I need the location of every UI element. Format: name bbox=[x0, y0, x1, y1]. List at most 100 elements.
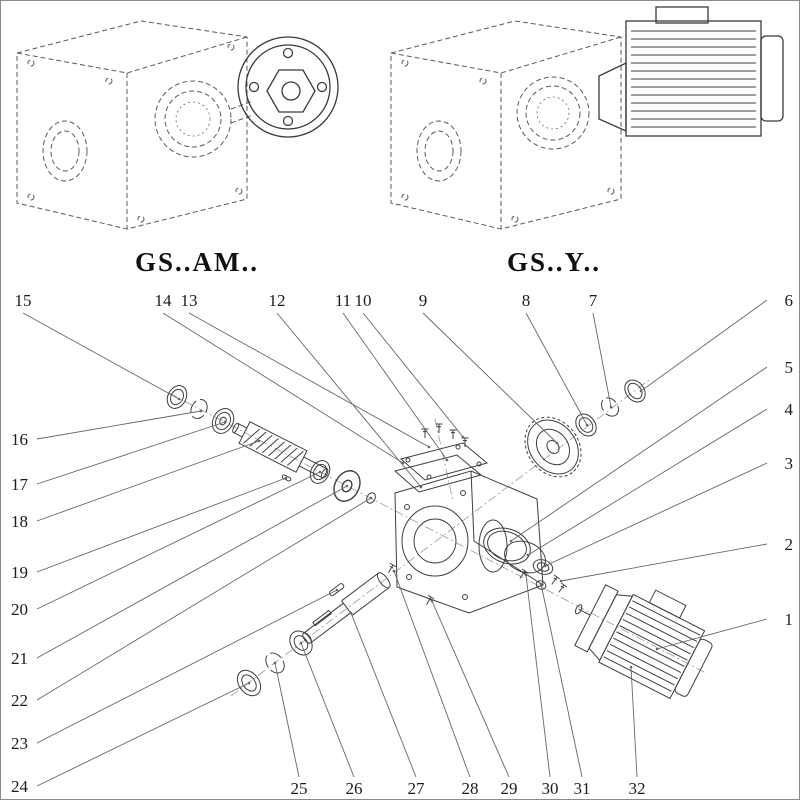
leader-endpoint-11 bbox=[445, 458, 449, 462]
leader-endpoint-14 bbox=[401, 461, 405, 465]
callout-number-30: 30 bbox=[542, 779, 559, 798]
leader-line-23 bbox=[36, 589, 338, 744]
leader-line-30 bbox=[525, 574, 551, 778]
part-24-oil-seal bbox=[236, 669, 262, 697]
part-11-cover-plate bbox=[399, 442, 489, 481]
leader-line-8 bbox=[525, 312, 588, 426]
callout-number-20: 20 bbox=[11, 600, 28, 619]
part-31-washer bbox=[535, 580, 547, 590]
motor-fins-exploded bbox=[603, 600, 701, 692]
leader-endpoint-7 bbox=[609, 405, 613, 409]
leader-line-14 bbox=[162, 312, 404, 464]
callout-number-22: 22 bbox=[11, 691, 28, 710]
callout-number-1: 1 bbox=[785, 610, 794, 629]
motor-terminal-box bbox=[655, 6, 709, 24]
callout-number-7: 7 bbox=[589, 291, 598, 310]
leader-endpoint-32 bbox=[629, 665, 633, 669]
input-spline-detail bbox=[175, 101, 211, 137]
leader-endpoint-27 bbox=[349, 611, 353, 615]
part-22-spacer-ring bbox=[366, 492, 376, 504]
part-21-shim-washer bbox=[333, 470, 361, 502]
leader-line-16 bbox=[36, 410, 202, 440]
callout-number-10: 10 bbox=[355, 291, 372, 310]
part-8-ball-bearing bbox=[575, 413, 597, 437]
callout-number-16: 16 bbox=[11, 430, 28, 449]
leader-line-26 bbox=[300, 642, 355, 778]
flange-hub-hexagon bbox=[266, 69, 316, 113]
leader-endpoint-16 bbox=[199, 409, 203, 413]
callout-number-12: 12 bbox=[269, 291, 286, 310]
callout-number-5: 5 bbox=[785, 358, 794, 377]
part-17-ball-bearing bbox=[211, 408, 235, 434]
leader-endpoint-24 bbox=[247, 681, 251, 685]
part-6-seal-ring bbox=[624, 379, 646, 403]
callout-number-4: 4 bbox=[785, 400, 794, 419]
leader-line-1 bbox=[656, 618, 768, 650]
leader-endpoint-6 bbox=[639, 389, 643, 393]
exploded-assembly-drawing: 1514131211109876543211617181920212223242… bbox=[11, 291, 794, 798]
leader-line-25 bbox=[274, 662, 300, 778]
callout-number-23: 23 bbox=[11, 734, 28, 753]
leader-line-20 bbox=[36, 471, 321, 610]
leader-line-22 bbox=[36, 497, 372, 701]
callout-number-14: 14 bbox=[155, 291, 173, 310]
part-3-oil-seal-small bbox=[532, 559, 554, 575]
leader-endpoint-3 bbox=[543, 564, 547, 568]
leader-endpoint-10 bbox=[461, 435, 465, 439]
leader-endpoint-25 bbox=[273, 661, 277, 665]
callout-number-6: 6 bbox=[785, 291, 794, 310]
callout-number-8: 8 bbox=[522, 291, 531, 310]
gearbox-housing-outline-2 bbox=[390, 20, 622, 230]
motor-cooling-fins bbox=[631, 30, 756, 128]
callout-number-19: 19 bbox=[11, 563, 28, 582]
leader-endpoint-26 bbox=[299, 641, 303, 645]
leader-endpoint-8 bbox=[585, 423, 589, 427]
leader-line-32 bbox=[630, 666, 638, 778]
input-spline-detail-2 bbox=[536, 96, 570, 130]
leader-endpoint-22 bbox=[369, 496, 373, 500]
leader-endpoint-20 bbox=[318, 470, 322, 474]
leader-endpoint-18 bbox=[257, 439, 261, 443]
part-4-gasket bbox=[504, 540, 546, 574]
leader-endpoint-1 bbox=[655, 647, 659, 651]
leader-endpoint-13 bbox=[427, 445, 431, 449]
callout-number-24: 24 bbox=[11, 777, 29, 796]
leader-line-9 bbox=[422, 312, 558, 444]
callout-number-17: 17 bbox=[11, 475, 29, 494]
part-25-circlip bbox=[265, 652, 285, 674]
variant-label-gs-am: GS..AM.. bbox=[135, 247, 259, 277]
callout-number-25: 25 bbox=[291, 779, 308, 798]
leader-line-31 bbox=[540, 583, 583, 778]
callout-number-3: 3 bbox=[785, 454, 794, 473]
gearbox-housing-outline bbox=[16, 20, 254, 230]
callout-number-28: 28 bbox=[462, 779, 479, 798]
callout-number-18: 18 bbox=[11, 512, 28, 531]
callout-number-13: 13 bbox=[181, 291, 198, 310]
part-23-key bbox=[329, 583, 345, 597]
callout-number-26: 26 bbox=[346, 779, 363, 798]
part-7-circlip bbox=[601, 397, 619, 417]
motor-terminal-box-exploded bbox=[648, 589, 687, 619]
leader-line-5 bbox=[510, 366, 768, 542]
leader-line-29 bbox=[431, 600, 510, 778]
leader-line-19 bbox=[36, 477, 287, 573]
leader-line-3 bbox=[544, 462, 768, 567]
leader-endpoint-2 bbox=[559, 579, 563, 583]
motor-adapter-bell bbox=[588, 594, 634, 662]
part-2-screws bbox=[548, 574, 568, 595]
leader-endpoint-28 bbox=[392, 569, 396, 573]
gearbox-housing bbox=[394, 470, 544, 614]
leader-line-2 bbox=[560, 543, 768, 582]
callout-leader-lines bbox=[22, 299, 768, 787]
part-1-32-motor bbox=[574, 584, 713, 700]
callout-number-21: 21 bbox=[11, 649, 28, 668]
gs-am-assembled-view bbox=[16, 20, 339, 230]
leader-line-12 bbox=[276, 312, 422, 488]
part-12-cover-gasket bbox=[393, 454, 483, 493]
leader-endpoint-9 bbox=[555, 441, 559, 445]
part-26-ball-bearing bbox=[289, 630, 313, 656]
leader-line-18 bbox=[36, 440, 260, 522]
leader-line-11 bbox=[342, 312, 448, 461]
motor-fan-cover bbox=[760, 35, 784, 122]
